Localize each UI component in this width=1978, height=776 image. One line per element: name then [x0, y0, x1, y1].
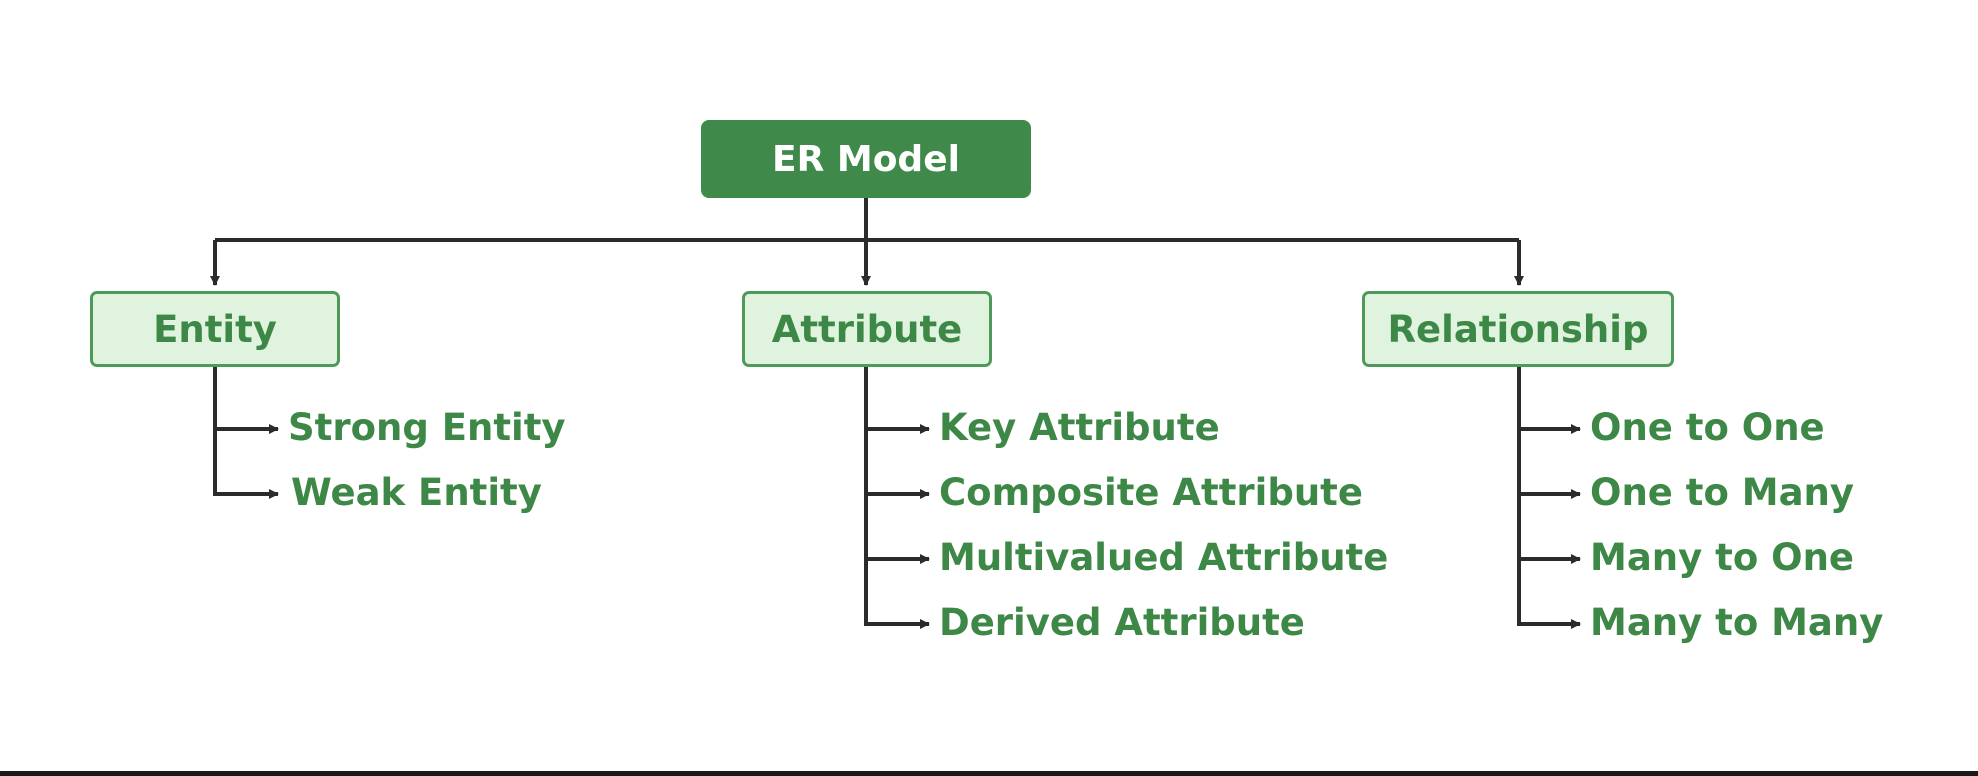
weak-entity-label: Weak Entity — [291, 471, 542, 514]
one-to-many-label: One to Many — [1590, 471, 1855, 514]
bottom-border-bar — [0, 771, 1978, 776]
key-attribute-label: Key Attribute — [939, 406, 1220, 449]
derived-attribute-label: Derived Attribute — [939, 601, 1305, 644]
er-model-root-label: ER Model — [772, 138, 960, 180]
entity-category-node: Entity — [90, 291, 340, 367]
relationship-category-label: Relationship — [1387, 307, 1649, 351]
multivalued-attribute-label: Multivalued Attribute — [939, 536, 1389, 579]
one-to-one-label: One to One — [1590, 406, 1825, 449]
attribute-category-node: Attribute — [742, 291, 992, 367]
strong-entity-label: Strong Entity — [288, 406, 566, 449]
many-to-one-label: Many to One — [1590, 536, 1855, 579]
entity-category-label: Entity — [153, 307, 277, 351]
relationship-category-node: Relationship — [1362, 291, 1674, 367]
composite-attribute-label: Composite Attribute — [939, 471, 1363, 514]
er-model-root-node: ER Model — [701, 120, 1031, 198]
many-to-many-label: Many to Many — [1590, 601, 1884, 644]
attribute-category-label: Attribute — [771, 307, 963, 351]
